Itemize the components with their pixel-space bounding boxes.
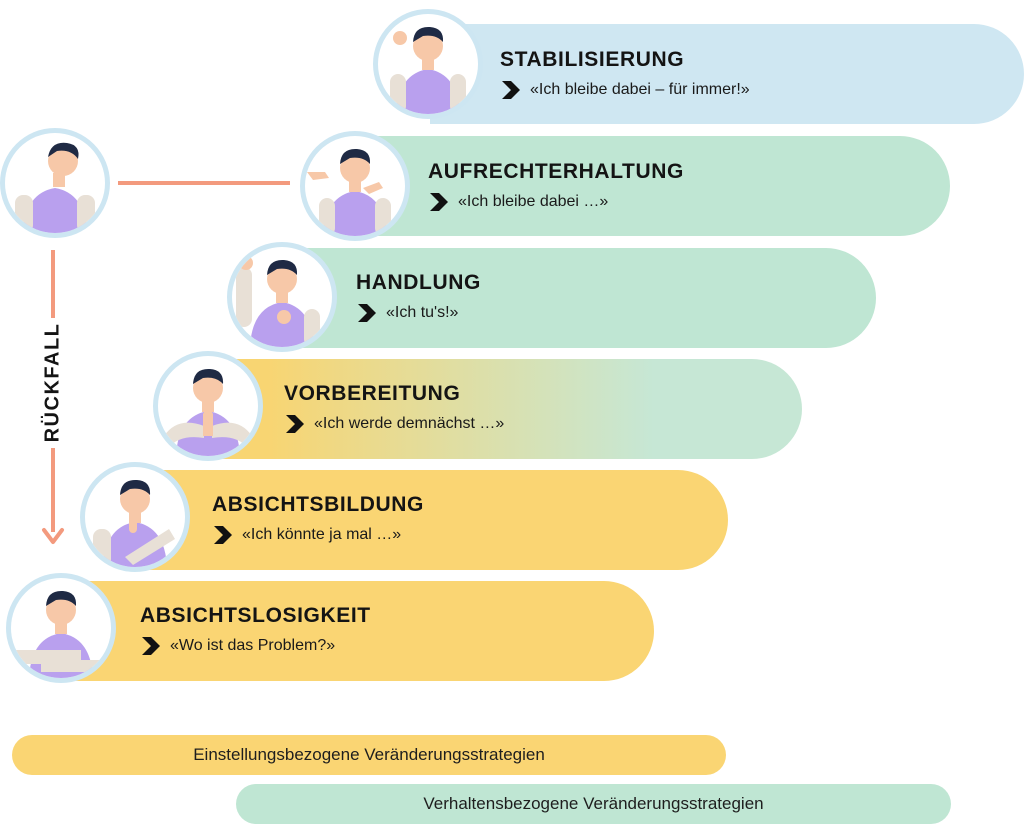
- strategy-bar-einstellungsbezogen: Einstellungsbezogene Veränderungsstrateg…: [12, 735, 726, 775]
- avatar-absichtslosigkeit: [11, 578, 111, 678]
- stage-bar-handlung: [282, 248, 876, 348]
- stage-quote-text: «Ich tu's!»: [386, 304, 459, 321]
- avatar-aufrechterhaltung: [305, 136, 405, 236]
- avatar-absichtsbildung: [85, 467, 185, 567]
- stage-title-aufrechterhaltung: AUFRECHTERHALTUNG: [428, 160, 684, 183]
- stage-quote-text: «Ich könnte ja mal …»: [242, 526, 402, 543]
- stage-quote-stabilisierung: «Ich bleibe dabei – für immer!»: [500, 79, 750, 101]
- stage-quote-text: «Wo ist das Problem?»: [170, 637, 336, 654]
- relapse-label-text: RÜCKFALL: [41, 322, 64, 442]
- avatar-relapse: [5, 133, 105, 233]
- stage-quote-text: «Ich bleibe dabei …»: [458, 193, 609, 210]
- stage-quote-aufrechterhaltung: «Ich bleibe dabei …»: [428, 191, 608, 213]
- chevron-right-icon: [358, 304, 376, 322]
- stage-bar-absichtslosigkeit: [60, 581, 654, 681]
- chevron-right-icon: [286, 415, 304, 433]
- person-praying-hands-icon: [164, 368, 252, 456]
- stage-quote-text: «Ich werde demnächst …»: [314, 415, 505, 432]
- strategy-label: Verhaltensbezogene Veränderungsstrategie…: [423, 794, 764, 813]
- person-ok-gesture-icon: [390, 26, 466, 114]
- avatar-stabilisierung: [378, 14, 478, 114]
- stage-title-vorbereitung: VORBEREITUNG: [284, 382, 461, 405]
- chevron-right-icon: [502, 81, 520, 99]
- stage-quote-handlung: «Ich tu's!»: [356, 302, 458, 324]
- stage-quote-absichtslosigkeit: «Wo ist das Problem?»: [140, 635, 335, 657]
- avatar-vorbereitung: [158, 356, 258, 456]
- strategy-label: Einstellungsbezogene Veränderungsstrateg…: [193, 745, 545, 764]
- strategy-bar-verhaltensbezogen: Verhaltensbezogene Veränderungsstrategie…: [236, 784, 951, 824]
- stage-quote-text: «Ich bleibe dabei – für immer!»: [530, 81, 750, 98]
- avatar-handlung: [232, 247, 332, 347]
- stage-title-handlung: HANDLUNG: [356, 271, 481, 294]
- chevron-right-icon: [430, 193, 448, 211]
- stage-bar-absichtsbildung: [134, 470, 728, 570]
- stage-quote-vorbereitung: «Ich werde demnächst …»: [284, 413, 504, 435]
- person-arms-crossed-icon: [15, 590, 107, 678]
- relapse-label: RÜCKFALL: [23, 322, 83, 442]
- person-thinking-icon: [93, 479, 175, 567]
- person-saluting-icon: [236, 256, 320, 347]
- stage-bar-vorbereitung: [208, 359, 802, 459]
- person-sad-icon: [15, 142, 95, 233]
- stage-bar-stabilisierung: [430, 24, 1024, 124]
- stage-title-absichtsbildung: ABSICHTSBILDUNG: [212, 493, 424, 516]
- chevron-right-icon: [214, 526, 232, 544]
- arrow-down-icon: [42, 528, 64, 544]
- stage-quote-absichtsbildung: «Ich könnte ja mal …»: [212, 524, 401, 546]
- stage-title-stabilisierung: STABILISIERUNG: [500, 48, 685, 71]
- stage-bar-aufrechterhaltung: [355, 136, 950, 236]
- chevron-right-icon: [142, 637, 160, 655]
- stage-title-absichtslosigkeit: ABSICHTSLOSIGKEIT: [140, 604, 371, 627]
- person-pointing-icon: [307, 148, 391, 236]
